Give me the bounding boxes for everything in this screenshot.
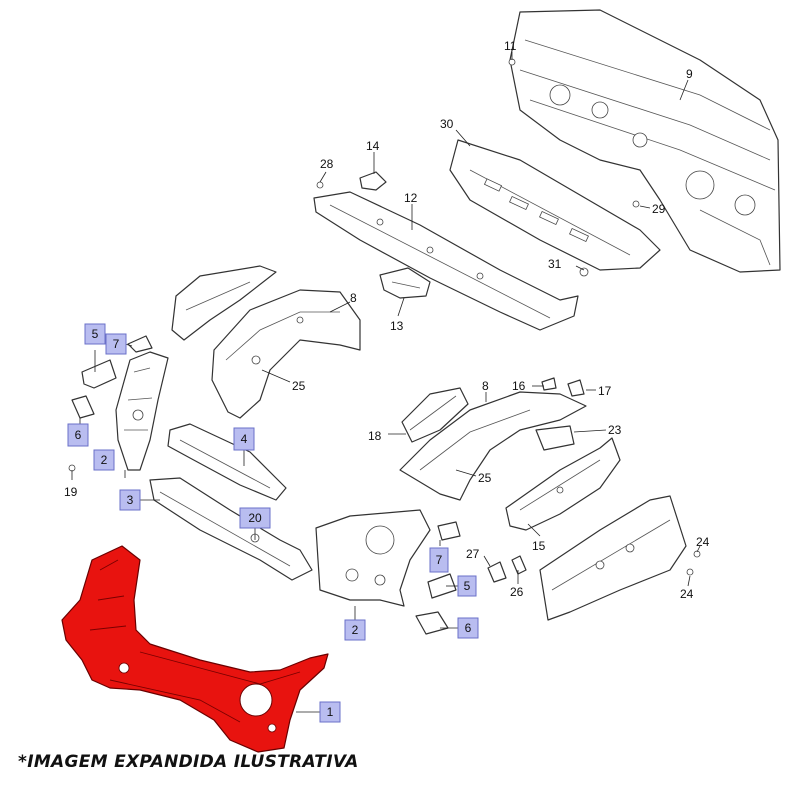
svg-text:6: 6: [75, 428, 82, 442]
leader-lines: [71, 52, 701, 713]
svg-text:7: 7: [436, 553, 443, 567]
fastener-29: [632, 200, 640, 208]
fastener-24a: [693, 550, 701, 558]
right-bracket-7[interactable]: [437, 521, 461, 541]
svg-text:5: 5: [464, 579, 471, 593]
label-28[interactable]: 28: [320, 157, 334, 171]
part-9-dash-panel[interactable]: [509, 9, 781, 273]
left-bracket-5[interactable]: [81, 359, 117, 389]
label-15[interactable]: 15: [532, 539, 546, 553]
label-19[interactable]: 19: [64, 485, 78, 499]
callout-1[interactable]: 1: [319, 701, 341, 723]
label-14[interactable]: 14: [366, 139, 380, 153]
label-13[interactable]: 13: [390, 319, 404, 333]
plain-callouts: 8 8 9 11 12 13 14 15 16 17 18 19 23 24 2…: [64, 39, 710, 601]
fastener-28: [316, 181, 324, 189]
part-2-right-front-inner[interactable]: [315, 509, 431, 607]
callout-6-left[interactable]: 6: [67, 423, 89, 447]
part-3-lower-rail[interactable]: [149, 477, 313, 581]
callout-5-right[interactable]: 5: [457, 575, 477, 597]
label-9[interactable]: 9: [686, 67, 693, 81]
label-27[interactable]: 27: [466, 547, 480, 561]
part-26-clip[interactable]: [511, 555, 527, 575]
label-12[interactable]: 12: [404, 191, 418, 205]
callout-5-left[interactable]: 5: [84, 323, 106, 345]
callout-6-right[interactable]: 6: [457, 617, 479, 639]
label-18[interactable]: 18: [368, 429, 382, 443]
left-bracket-7[interactable]: [127, 335, 153, 353]
callout-2-left[interactable]: 2: [93, 449, 115, 471]
svg-text:4: 4: [241, 432, 248, 446]
svg-text:20: 20: [248, 511, 262, 525]
right-bracket-5[interactable]: [427, 573, 457, 599]
label-23[interactable]: 23: [608, 423, 622, 437]
label-24-upper[interactable]: 24: [696, 535, 710, 549]
part-15-rail[interactable]: [505, 437, 621, 531]
callout-20[interactable]: 20: [239, 507, 271, 529]
callout-3[interactable]: 3: [119, 489, 141, 511]
fastener-24b: [686, 568, 694, 576]
label-29[interactable]: 29: [652, 202, 666, 216]
part-8-left-wheelhouse[interactable]: [211, 289, 361, 419]
part-17-clip[interactable]: [567, 379, 585, 397]
svg-text:2: 2: [352, 623, 359, 637]
svg-text:1: 1: [327, 705, 334, 719]
part-30-cowl-panel[interactable]: [449, 139, 661, 271]
label-26[interactable]: 26: [510, 585, 524, 599]
label-30[interactable]: 30: [440, 117, 454, 131]
svg-text:7: 7: [113, 337, 120, 351]
callout-4[interactable]: 4: [233, 427, 255, 451]
label-25-right[interactable]: 25: [478, 471, 492, 485]
callout-2-right[interactable]: 2: [344, 619, 366, 641]
part-13-bracket[interactable]: [379, 267, 431, 299]
label-24-lower[interactable]: 24: [680, 587, 694, 601]
label-31[interactable]: 31: [548, 257, 562, 271]
label-25-left[interactable]: 25: [292, 379, 306, 393]
part-27-plate[interactable]: [487, 561, 507, 583]
part-23-bracket[interactable]: [535, 425, 575, 451]
illustrative-image-caption: *IMAGEM EXPANDIDA ILUSTRATIVA: [18, 752, 359, 772]
svg-text:6: 6: [465, 621, 472, 635]
part-24-rear-rail[interactable]: [539, 495, 687, 621]
callout-7-left[interactable]: 7: [105, 333, 127, 355]
svg-text:2: 2: [101, 453, 108, 467]
svg-text:3: 3: [127, 493, 134, 507]
svg-text:5: 5: [92, 327, 99, 341]
part-14-bracket[interactable]: [359, 171, 387, 191]
part-16-clip[interactable]: [541, 377, 557, 391]
label-16[interactable]: 16: [512, 379, 526, 393]
callout-7-right[interactable]: 7: [429, 547, 449, 573]
label-11[interactable]: 11: [504, 39, 517, 53]
left-front-side-member[interactable]: [115, 351, 169, 471]
left-bracket-6[interactable]: [71, 395, 95, 419]
left-apron-rear[interactable]: [171, 265, 277, 341]
fastener-31: [579, 267, 589, 277]
part-1-radiator-support[interactable]: [61, 545, 329, 753]
part-4-crossmember[interactable]: [167, 423, 287, 501]
part-18-bracket[interactable]: [401, 387, 469, 443]
right-bracket-6[interactable]: [415, 611, 449, 635]
label-17[interactable]: 17: [598, 384, 612, 398]
part-8-right-wheelhouse[interactable]: [399, 391, 587, 501]
label-8-left[interactable]: 8: [350, 291, 357, 305]
part-12-crossmember[interactable]: [313, 191, 579, 331]
label-8-right[interactable]: 8: [482, 379, 489, 393]
